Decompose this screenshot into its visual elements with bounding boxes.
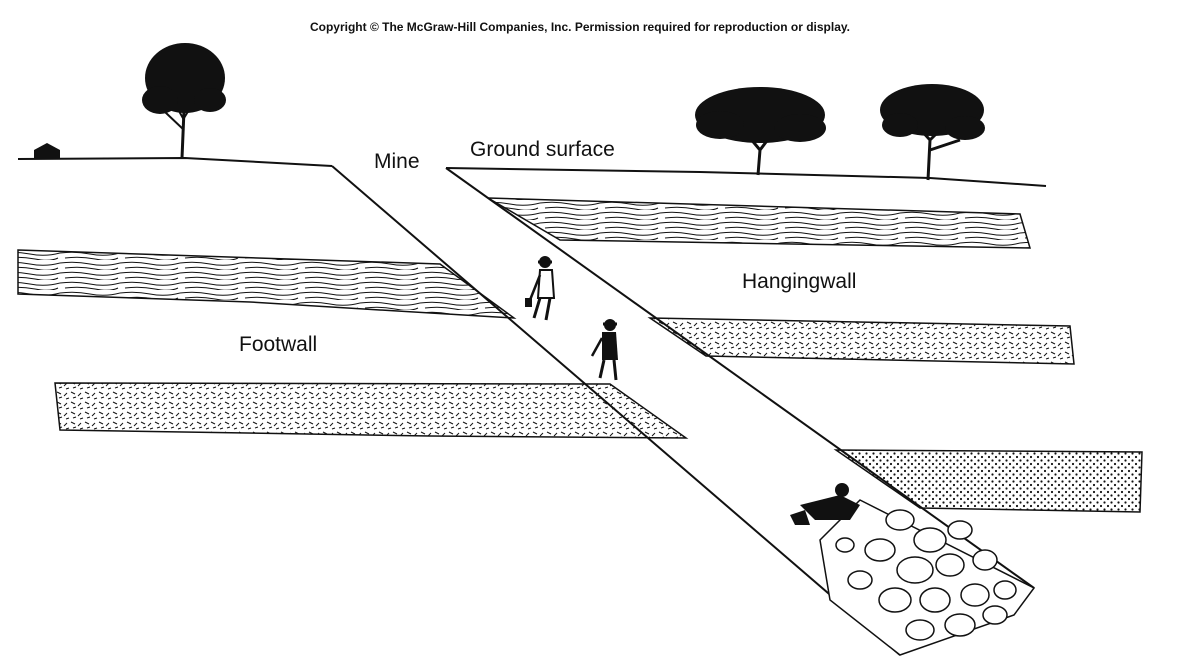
- tree-icon: [880, 84, 985, 180]
- miner-icon: [592, 319, 618, 380]
- footwall-label: Footwall: [239, 333, 317, 357]
- miner-icon: [790, 483, 860, 525]
- ore-rubble: [820, 500, 1034, 655]
- hangingwall-dashed-layer: [650, 318, 1074, 364]
- ground-surface-right: [446, 168, 1046, 186]
- house-icon: [34, 143, 60, 158]
- ground-surface-left: [18, 158, 332, 166]
- tree-icon: [142, 43, 226, 158]
- footwall-dashed-layer: [55, 383, 686, 438]
- ore-dotted-layer: [836, 450, 1142, 512]
- hangingwall-label: Hangingwall: [742, 270, 856, 294]
- footwall-striped-layer: [18, 250, 514, 318]
- mine-label: Mine: [374, 150, 420, 174]
- tree-icon: [695, 87, 826, 175]
- hangingwall-striped-layer: [488, 198, 1030, 248]
- miner-icon: [525, 256, 554, 320]
- ground-surface-label: Ground surface: [470, 138, 615, 162]
